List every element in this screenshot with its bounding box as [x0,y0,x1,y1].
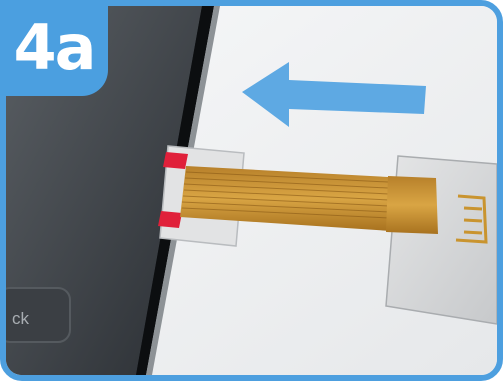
sim-adapter-illustration [386,156,497,324]
phone-button-label: ck [12,309,58,329]
step-badge: 4a [0,0,108,96]
